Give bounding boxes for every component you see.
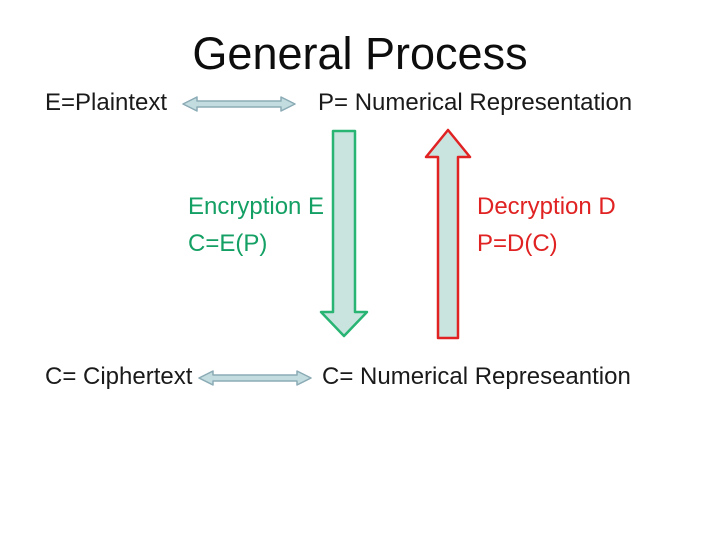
upward-block-arrow-shape <box>424 128 472 340</box>
encryption-label: Encryption E <box>188 193 325 220</box>
decryption-formula: P=D(C) <box>477 230 558 257</box>
encryption-down-arrow-icon <box>319 129 369 338</box>
numerical-representation-label: P= Numerical Representation <box>318 89 633 116</box>
bottom-double-arrow-icon <box>198 370 312 386</box>
horizontal-double-arrow-shape <box>182 96 296 112</box>
encryption-formula: C=E(P) <box>188 230 268 257</box>
downward-block-arrow-shape <box>319 129 369 338</box>
decryption-up-arrow-icon <box>424 128 472 340</box>
horizontal-double-arrow-shape <box>198 370 312 386</box>
ciphertext-label: C= Ciphertext <box>45 363 193 390</box>
top-double-arrow-icon <box>182 96 296 112</box>
decryption-label: Decryption D <box>477 193 616 220</box>
slide-title: General Process <box>192 28 528 79</box>
numerical-representation-bottom-label: C= Numerical Represeantion <box>322 363 631 390</box>
plaintext-label: E=Plaintext <box>45 89 168 116</box>
